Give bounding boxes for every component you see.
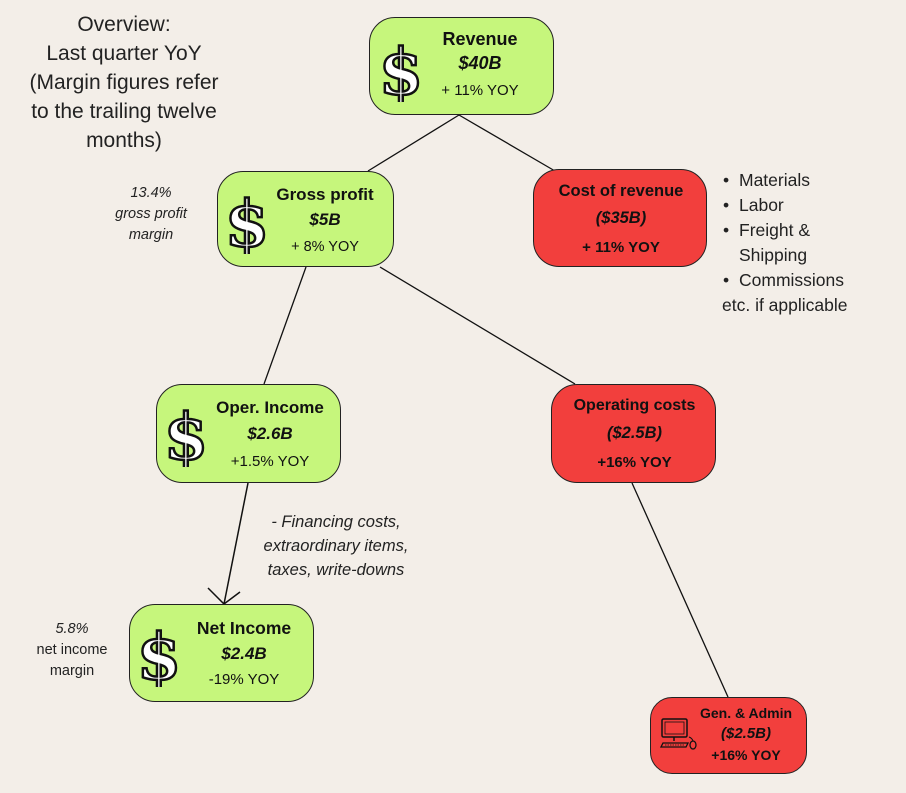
cost-of-revenue-breakdown: Materials Labor Freight & Shipping Commi… bbox=[722, 168, 848, 318]
operating-costs-title: Operating costs bbox=[573, 397, 696, 414]
revenue-node: $ Revenue $40B + 11% YOY bbox=[369, 17, 554, 115]
net-income-title: Net Income bbox=[196, 618, 292, 638]
note-line: extraordinary items, bbox=[263, 537, 409, 555]
note-line: 5.8% bbox=[55, 621, 89, 637]
operating-costs-yoy: +16% YOY bbox=[597, 454, 672, 471]
operating-costs-value: ($2.5B) bbox=[606, 424, 663, 442]
gross-profit-yoy: + 8% YOY bbox=[291, 239, 359, 255]
breakdown-extra: etc. if applicable bbox=[722, 295, 848, 315]
note-line: net income bbox=[36, 642, 108, 658]
overview-line: to the trailing twelve bbox=[31, 100, 217, 123]
revenue-value: $40B bbox=[458, 53, 502, 73]
operating-income-yoy: +1.5% YOY bbox=[230, 453, 310, 470]
dollar-sign-icon: $ bbox=[226, 188, 268, 254]
note-line: - Financing costs, bbox=[271, 513, 401, 531]
dollar-sign-icon: $ bbox=[138, 621, 180, 687]
svg-text:$: $ bbox=[226, 188, 268, 254]
net-income-value: $2.4B bbox=[221, 644, 267, 663]
connector-revenue-gross-profit bbox=[367, 114, 460, 172]
note-line: 13.4% bbox=[130, 185, 172, 201]
svg-text:$: $ bbox=[380, 36, 422, 102]
note-line: gross profit bbox=[115, 206, 187, 222]
overview-line: Last quarter YoY bbox=[46, 42, 202, 65]
note-line: taxes, write-downs bbox=[267, 561, 405, 579]
cost-of-revenue-title: Cost of revenue bbox=[558, 182, 684, 200]
net-income-node: $ Net Income $2.4B -19% YOY bbox=[129, 604, 314, 702]
svg-text:$: $ bbox=[138, 621, 180, 687]
breakdown-item: Labor bbox=[722, 193, 848, 218]
gross-profit-title: Gross profit bbox=[276, 185, 374, 204]
computer-icon bbox=[659, 718, 697, 750]
note-line: margin bbox=[128, 227, 174, 243]
breakdown-item-continued: Shipping bbox=[739, 245, 808, 265]
gross-margin-note: 13.4% gross profit margin bbox=[98, 183, 204, 246]
gross-profit-node: $ Gross profit $5B + 8% YOY bbox=[217, 171, 394, 267]
overview-line: (Margin figures refer bbox=[29, 71, 219, 94]
gross-profit-value: $5B bbox=[309, 210, 341, 229]
dollar-sign-icon: $ bbox=[165, 401, 207, 467]
gen-admin-yoy: +16% YOY bbox=[711, 747, 781, 763]
cost-of-revenue-yoy: + 11% YOY bbox=[582, 239, 660, 256]
financing-note: - Financing costs, extraordinary items, … bbox=[246, 510, 426, 582]
breakdown-item: Commissions bbox=[722, 268, 848, 293]
net-margin-note: 5.8% net income margin bbox=[24, 619, 120, 682]
operating-income-node: $ Oper. Income $2.6B +1.5% YOY bbox=[156, 384, 341, 483]
note-line: margin bbox=[49, 663, 95, 679]
arrow-operating-income-net-income bbox=[223, 482, 249, 605]
revenue-yoy: + 11% YOY bbox=[441, 82, 519, 99]
revenue-title: Revenue bbox=[442, 29, 518, 49]
breakdown-item: Materials bbox=[722, 168, 848, 193]
connector-gross-profit-operating-costs bbox=[379, 266, 576, 385]
svg-text:$: $ bbox=[165, 401, 207, 467]
overview-text: Overview: Last quarter YoY (Margin figur… bbox=[14, 10, 234, 155]
connector-operating-costs-gen-admin bbox=[631, 482, 729, 698]
breakdown-item: Freight & bbox=[722, 218, 848, 243]
dollar-sign-icon: $ bbox=[380, 36, 422, 102]
gen-admin-value: ($2.5B) bbox=[720, 725, 772, 742]
overview-line: Overview: bbox=[77, 13, 171, 36]
net-income-yoy: -19% YOY bbox=[208, 671, 280, 688]
operating-income-value: $2.6B bbox=[247, 424, 293, 443]
connector-revenue-cost-of-revenue bbox=[458, 114, 556, 172]
gen-admin-title: Gen. & Admin bbox=[699, 705, 793, 721]
operating-income-title: Oper. Income bbox=[216, 398, 324, 417]
connector-gross-profit-operating-income bbox=[263, 266, 307, 385]
operating-costs-node: Operating costs ($2.5B) +16% YOY bbox=[551, 384, 716, 483]
gen-admin-node: Gen. & Admin ($2.5B) +16% YOY bbox=[650, 697, 807, 774]
overview-line: months) bbox=[86, 129, 162, 152]
cost-of-revenue-value: ($35B) bbox=[595, 209, 647, 227]
cost-of-revenue-node: Cost of revenue ($35B) + 11% YOY bbox=[533, 169, 707, 267]
